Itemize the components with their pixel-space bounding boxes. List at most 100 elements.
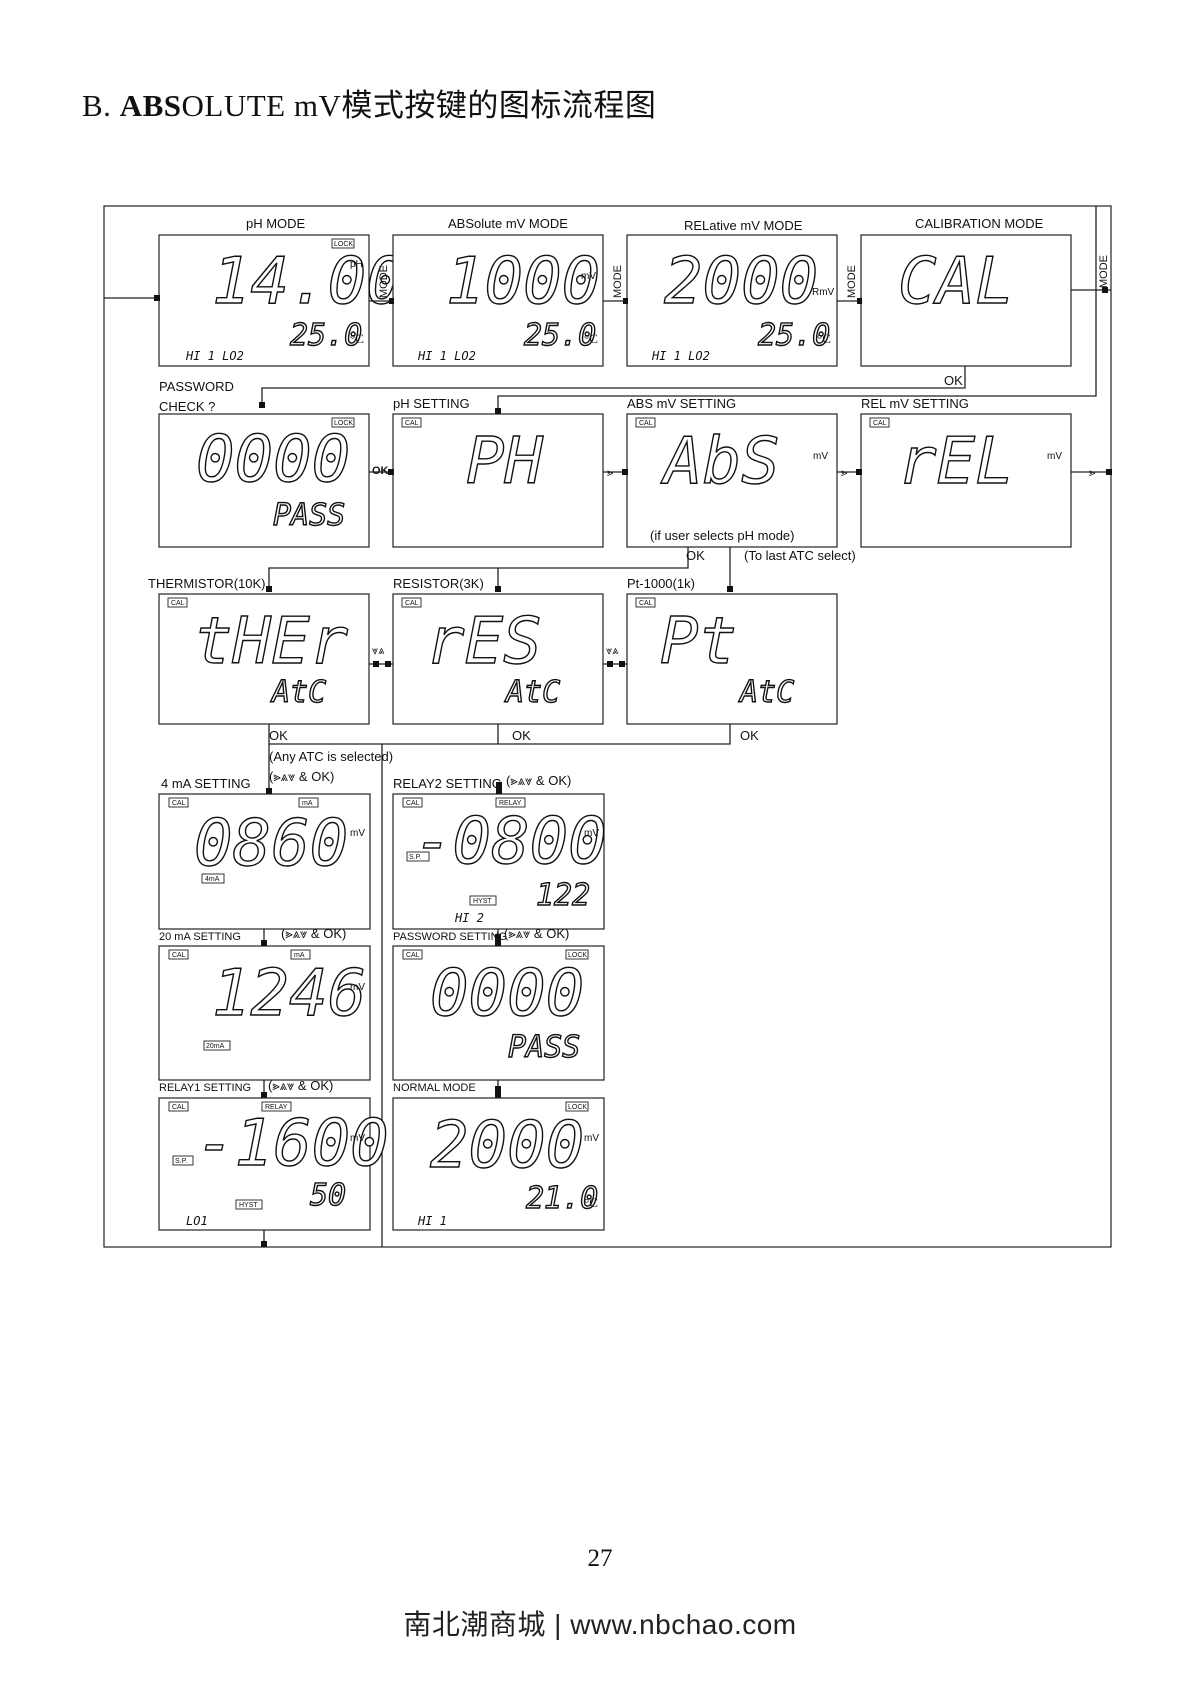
main-readout: 2000 (664, 245, 818, 319)
keys-ok-label: (⪢⩓⩔ & OK) (504, 926, 569, 941)
page-number: 27 (587, 1545, 613, 1572)
updown-key-label: ⩔⩓ (372, 645, 385, 657)
next-key-label: ⪢ (607, 467, 613, 479)
screen-title: pH SETTING (393, 396, 470, 411)
ok-label: OK (686, 548, 705, 563)
screen-calibration-mode: CALIBRATION MODE CAL (860, 216, 1072, 367)
unit-label: pH (350, 259, 363, 270)
mode-key-label: MODE (846, 265, 858, 298)
screen-password-check: LOCK 0000 PASS (158, 413, 370, 548)
screen-title: PASSWORD SETTING (393, 931, 507, 943)
ok-label: OK (740, 728, 759, 743)
screen-relay1-setting: RELAY1 SETTING CAL RELAY S.P. -1600 mV 5… (158, 1082, 389, 1231)
main-readout: 1246 (212, 957, 366, 1031)
screen-password-setting: PASSWORD SETTING CAL LOCK 0000 PASS (392, 931, 605, 1081)
screen-resistor: RESISTOR(3K) CAL rES AtC (392, 576, 604, 725)
main-readout: -0800 (414, 805, 607, 879)
cal-tag: CAL (405, 420, 419, 427)
unit-label: mV (350, 1133, 365, 1144)
screen-title: CALIBRATION MODE (915, 216, 1044, 231)
screen-rel-setting: REL mV SETTING CAL rEL mV (860, 396, 1072, 548)
heading-prefix: B. (82, 88, 120, 123)
temp-readout: 25.0 (290, 318, 362, 353)
sp-tag: S.P. (175, 1158, 187, 1165)
any-atc-label: (Any ATC is selected) (269, 749, 393, 764)
hyst-tag: HYST (239, 1202, 258, 1209)
screen-title: ABSolute mV MODE (448, 216, 568, 231)
relay-indicator: LO1 (186, 1214, 208, 1228)
lock-tag: LOCK (334, 241, 353, 248)
relay-indicator: HI 1 LO2 (651, 349, 710, 363)
main-readout: AbS (660, 425, 780, 499)
relay-tag: RELAY (499, 800, 522, 807)
temp-readout: 25.0 (524, 318, 596, 353)
main-readout: 0000 (430, 957, 584, 1031)
ma-tag: mA (294, 952, 305, 959)
main-readout: PH (466, 425, 544, 499)
screen-title: RESISTOR(3K) (393, 576, 484, 591)
sp-tag: S.P. (409, 854, 421, 861)
ok-label: OK (372, 465, 389, 477)
row3-connectors (268, 663, 731, 1247)
cal-tag: CAL (639, 600, 653, 607)
ma4-tag: 4mA (205, 876, 220, 883)
sub-readout: 122 (536, 878, 590, 913)
hyst-tag: HYST (473, 898, 492, 905)
ok-label: OK (512, 728, 531, 743)
ok-label: OK (944, 373, 963, 388)
screen-relay2-setting: RELAY2 SETTING CAL RELAY S.P. -0800 mV H… (392, 776, 607, 930)
main-readout: 14.00 (212, 245, 405, 319)
unit-label: mV (584, 828, 599, 839)
screen-title: RELAY1 SETTING (159, 1082, 251, 1094)
screen-ph-setting: pH SETTING CAL PH (392, 396, 604, 548)
unit-degc: °C (584, 1195, 598, 1210)
heading-rest: OLUTE mV模式按键的图标流程图 (181, 88, 657, 123)
sub-readout: AtC (504, 675, 560, 710)
page-heading: B. ABSOLUTE mV模式按键的图标流程图 (82, 80, 656, 125)
main-readout: 0860 (194, 807, 348, 881)
next-key-label: ⪢ (1089, 467, 1095, 479)
screen-4ma-setting: 4 mA SETTING CAL mA 0860 mV 4mA (158, 776, 371, 930)
updown-key-label: ⩔⩓ (606, 645, 619, 657)
footer-watermark: 南北潮商城 | www.nbchao.com (403, 1609, 797, 1640)
screen-rel-mode: RELative mV MODE 2000 RmV 25.0 °C HI 1 L… (626, 218, 838, 367)
keys-ok-label: (⪢⩓⩔ & OK) (268, 1078, 333, 1093)
main-readout: rES (426, 605, 542, 679)
sub-readout: 50 (310, 1178, 346, 1213)
row2-connectors (268, 206, 1111, 592)
ma-tag: mA (302, 800, 313, 807)
screen-pt1000: Pt-1000(1k) CAL Pt AtC (626, 576, 838, 725)
screen-abs-setting: ABS mV SETTING CAL AbS mV (if user selec… (626, 396, 838, 548)
main-readout: CAL (898, 245, 1014, 319)
to-last-atc-label: (To last ATC select) (744, 548, 856, 563)
relay-indicator: HI 1 LO2 (185, 349, 244, 363)
keys-ok-label: (⪢⩓⩔ & OK) (506, 773, 571, 788)
cal-tag: CAL (406, 952, 420, 959)
screen-title: REL mV SETTING (861, 396, 969, 411)
heading-bold: ABS (119, 88, 182, 123)
next-key-label: ⪢ (841, 467, 847, 479)
ok-label: OK (269, 728, 288, 743)
screen-ph-mode: pH MODE LOCK 14.00 pH 25.0 °C HI 1 LO2 (158, 216, 405, 367)
main-readout: Pt (660, 605, 737, 679)
screen-normal-mode: NORMAL MODE LOCK 2000 mV 21.0 °C HI 1 (392, 1082, 605, 1231)
mode-key-label: MODE (1098, 255, 1110, 288)
screen-title: NORMAL MODE (393, 1082, 476, 1094)
relay-indicator: HI 1 LO2 (417, 349, 476, 363)
temp-readout: 25.0 (758, 318, 830, 353)
lock-tag: LOCK (334, 420, 353, 427)
screen-20ma-setting: 20 mA SETTING CAL mA 1246 mV 20mA (158, 931, 371, 1081)
cal-tag: CAL (639, 420, 653, 427)
main-readout: -1600 (196, 1107, 389, 1181)
unit-label: mV (813, 451, 828, 462)
outer-frame (103, 205, 1112, 1248)
note-label: (if user selects pH mode) (650, 528, 795, 543)
unit-degc: °C (584, 331, 598, 346)
main-readout: 2000 (430, 1109, 584, 1183)
cal-tag: CAL (172, 952, 186, 959)
screen-thermistor: THERMISTOR(10K) CAL tHEr AtC (148, 576, 370, 725)
lock-tag: LOCK (568, 1104, 587, 1111)
ma20-tag: 20mA (206, 1043, 225, 1050)
screen-title: pH MODE (246, 216, 306, 231)
screen-title: THERMISTOR(10K) (148, 576, 266, 591)
